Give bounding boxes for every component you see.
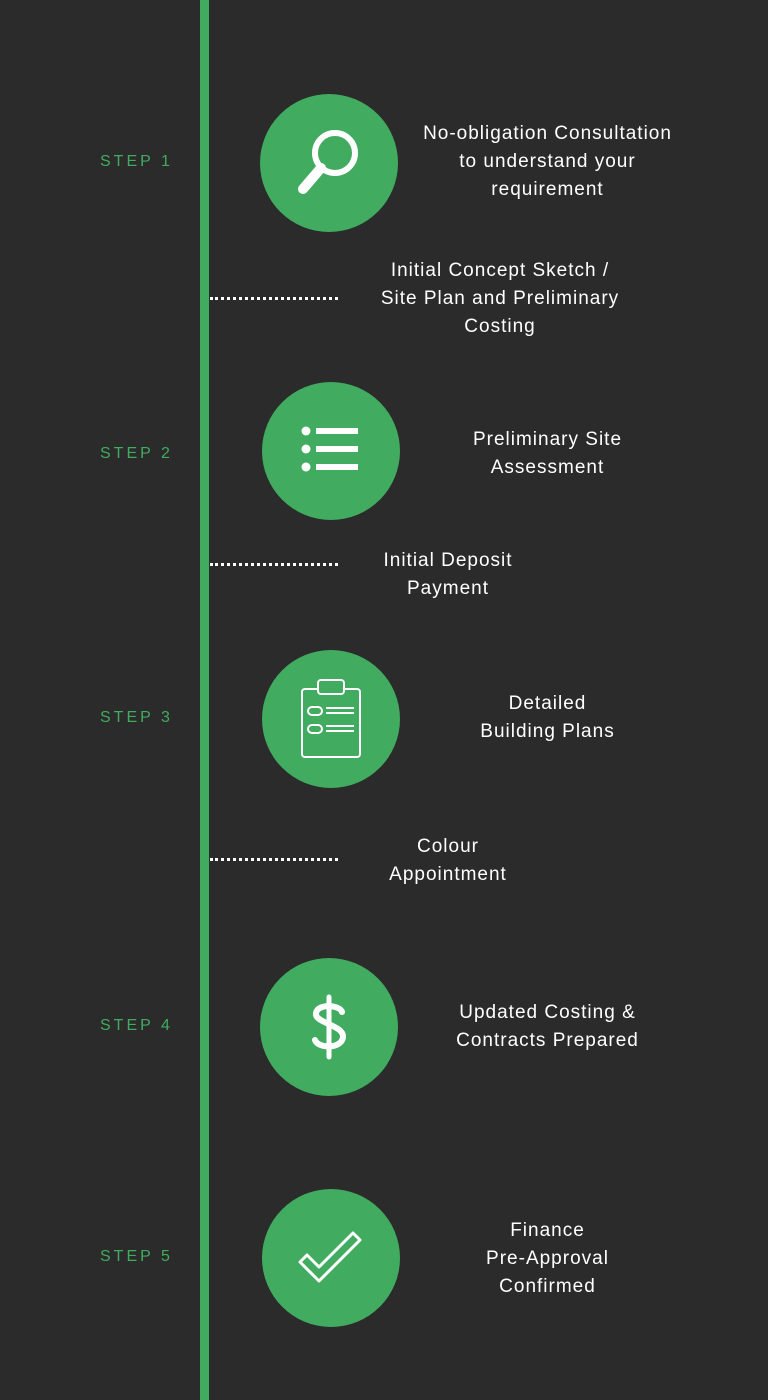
step-3-text: Detailed Building Plans	[400, 690, 695, 746]
step-5-line-2: Pre-Approval	[486, 1248, 609, 1269]
step-4-text: Updated Costing & Contracts Prepared	[400, 999, 695, 1055]
list-icon	[301, 426, 358, 472]
substep-2-dotted-connector	[210, 563, 338, 566]
substep-2-line-1: Initial Deposit	[383, 550, 513, 571]
substep-3-line-1: Colour	[417, 836, 479, 857]
dollar-icon	[312, 994, 346, 1060]
substep-1-line-3: Costing	[464, 316, 536, 337]
substep-1-text: Initial Concept Sketch / Site Plan and P…	[350, 257, 650, 341]
step-3-circle	[262, 650, 400, 788]
clipboard-icon	[301, 679, 361, 758]
step-2-label: STEP 2	[100, 445, 173, 462]
substep-2-line-2: Payment	[407, 578, 489, 599]
substep-3-text: Colour Appointment	[348, 833, 548, 889]
step-5-text: Finance Pre-Approval Confirmed	[400, 1217, 695, 1301]
magnifier-icon	[298, 130, 358, 194]
step-4-circle	[260, 958, 398, 1096]
substep-1-line-1: Initial Concept Sketch /	[390, 260, 610, 281]
step-4-line-1: Updated Costing &	[459, 1002, 636, 1023]
step-5-line-3: Confirmed	[499, 1276, 596, 1297]
step-4-line-2: Contracts Prepared	[456, 1030, 639, 1051]
step-4-label: STEP 4	[100, 1017, 173, 1034]
step-2-text: Preliminary Site Assessment	[400, 426, 695, 482]
step-1-text: No-obligation Consultation to understand…	[400, 120, 695, 204]
step-1-line-2: to understand your	[459, 151, 636, 172]
step-5-line-1: Finance	[510, 1220, 585, 1241]
substep-2-text: Initial Deposit Payment	[348, 547, 548, 603]
checkmark-icon	[298, 1231, 362, 1283]
step-5-label: STEP 5	[100, 1248, 173, 1265]
timeline-line	[200, 0, 209, 1400]
substep-1-line-2: Site Plan and Preliminary	[380, 288, 620, 309]
step-3-label: STEP 3	[100, 709, 173, 726]
step-2-line-1: Preliminary Site	[472, 429, 623, 450]
step-1-label: STEP 1	[100, 153, 173, 170]
step-1-line-3: requirement	[491, 179, 604, 200]
step-3-line-1: Detailed	[508, 693, 587, 714]
step-3-line-2: Building Plans	[480, 721, 615, 742]
substep-3-line-2: Appointment	[389, 864, 507, 885]
step-2-circle	[262, 382, 400, 520]
step-5-circle	[262, 1189, 400, 1327]
step-1-circle	[260, 94, 398, 232]
substep-3-dotted-connector	[210, 858, 338, 861]
step-2-line-2: Assessment	[490, 457, 605, 478]
step-1-line-1: No-obligation Consultation	[423, 123, 672, 144]
substep-1-dotted-connector	[210, 297, 338, 300]
